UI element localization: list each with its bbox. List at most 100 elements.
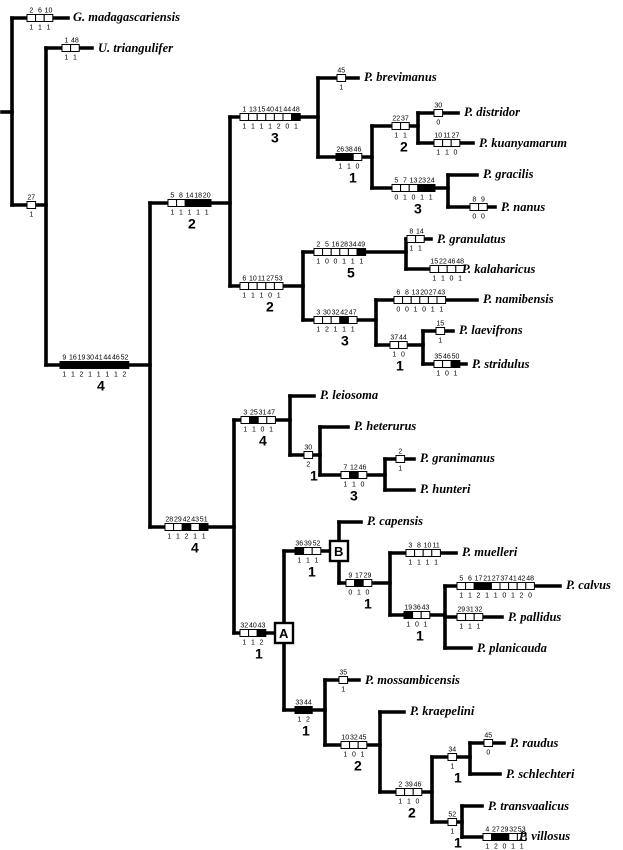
character-box — [450, 360, 461, 368]
character-state: 1 — [251, 640, 255, 647]
character-number: 15 — [436, 321, 444, 328]
character-number: 22 — [392, 116, 400, 123]
character-number: 36 — [413, 605, 421, 612]
character-state: 1 — [485, 844, 489, 850]
taxon-labels: G. madagascariensis U. triangulifer P. b… — [73, 10, 611, 843]
character-box — [313, 316, 324, 324]
character-box — [433, 360, 444, 368]
character-number: 9 — [348, 573, 352, 580]
character-number: 45 — [337, 68, 345, 75]
character-number: 46 — [112, 355, 120, 362]
taxon-p-capensis: P. capensis — [367, 514, 423, 528]
character-number: 4 — [485, 827, 489, 834]
character-state: 1 — [252, 427, 256, 434]
character-number: 44 — [103, 355, 111, 362]
character-number: 10 — [434, 133, 442, 140]
character-state: 0 — [502, 593, 506, 600]
taxon-p-schlechteri: P. schlechteri — [506, 767, 575, 781]
character-state: 0 — [361, 482, 365, 489]
character-state: 0 — [352, 752, 356, 759]
character-state: 1 — [359, 259, 363, 266]
character-box — [336, 74, 347, 82]
character-box — [400, 184, 410, 192]
support-value: 1 — [302, 723, 310, 739]
character-state: 1 — [205, 210, 209, 217]
character-state: 1 — [105, 372, 109, 379]
character-box — [339, 248, 349, 256]
character-number: 28 — [340, 242, 348, 249]
character-number: 43 — [437, 290, 445, 297]
character-number: 11 — [258, 276, 265, 283]
character-box — [362, 579, 373, 587]
character-number: 7 — [403, 178, 407, 185]
character-state: 0 — [450, 276, 454, 283]
character-number: 19 — [78, 355, 86, 362]
character-state: 1 — [342, 259, 346, 266]
character-box — [119, 361, 130, 369]
character-number: 3 — [243, 410, 247, 417]
character-number: 17 — [475, 576, 483, 583]
taxon-p-raudus: P. raudus — [510, 736, 559, 750]
character-box — [26, 201, 37, 209]
character-box — [447, 753, 458, 761]
character-number: 48 — [71, 38, 79, 45]
character-number: 6 — [38, 8, 42, 15]
character-state: 1 — [268, 124, 272, 131]
character-number: 37 — [390, 335, 398, 342]
character-group-plae: 15 1 — [435, 321, 446, 345]
character-state: 0 — [445, 371, 449, 378]
character-number: 28 — [165, 517, 173, 524]
support-value: 3 — [414, 201, 422, 217]
character-number: 46 — [359, 465, 367, 472]
character-box — [442, 139, 452, 147]
character-state: 1 — [29, 25, 33, 32]
character-state: 1 — [339, 85, 343, 92]
character-state: 1 — [334, 327, 338, 334]
taxon-p-kraepelini: P. kraepelini — [410, 704, 475, 718]
character-box — [248, 282, 258, 290]
character-number: 39 — [405, 782, 413, 789]
character-box — [164, 523, 175, 531]
character-state: 1 — [438, 338, 442, 345]
character-state: 2 — [123, 372, 127, 379]
character-state: 2 — [277, 124, 281, 131]
character-number: 40 — [266, 107, 274, 114]
character-state: 2 — [325, 327, 329, 334]
taxon-p-muelleri: P. muelleri — [462, 545, 518, 559]
character-box — [190, 523, 200, 531]
character-number: 27 — [492, 576, 500, 583]
character-number: 37 — [500, 576, 508, 583]
character-state: 1 — [520, 844, 524, 850]
character-box — [68, 361, 78, 369]
character-number: 10 — [249, 276, 257, 283]
character-box — [173, 523, 183, 531]
character-number: 24 — [427, 178, 435, 185]
character-number: 32 — [332, 310, 340, 317]
character-number: 43 — [422, 605, 430, 612]
character-box — [181, 523, 192, 531]
character-box — [433, 109, 444, 117]
character-state: 1 — [343, 482, 347, 489]
character-number: 46 — [448, 259, 456, 266]
character-box — [102, 361, 113, 369]
character-state: 1 — [436, 371, 440, 378]
character-number: 46 — [443, 354, 451, 361]
character-box — [417, 184, 427, 192]
character-state: 1 — [176, 534, 180, 541]
character-box — [420, 611, 431, 619]
character-box — [456, 613, 467, 621]
character-number: 8 — [179, 193, 183, 200]
character-number: 45 — [484, 733, 492, 740]
character-number: 29 — [364, 573, 372, 580]
character-box — [455, 265, 465, 273]
taxon-p-heterurus: P. heterurus — [354, 419, 416, 433]
character-state: 0 — [394, 195, 398, 202]
character-box — [85, 361, 95, 369]
character-number: 10 — [341, 735, 349, 742]
